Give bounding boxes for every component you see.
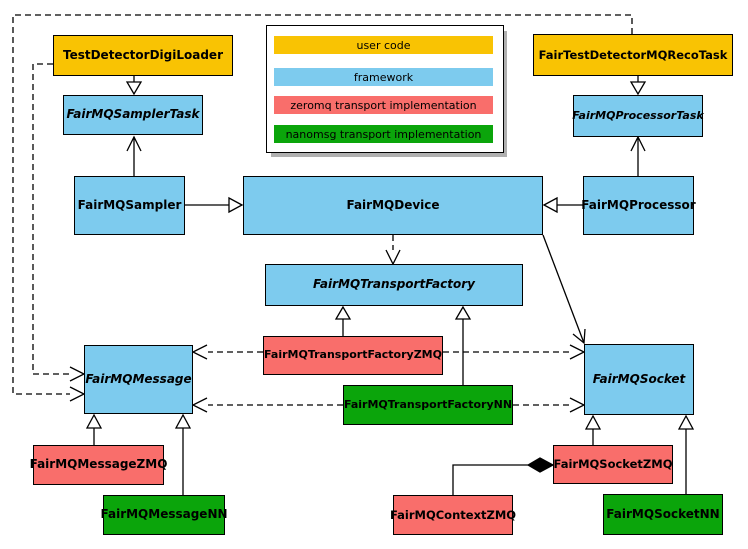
edge-inheritance-processor-device — [542, 196, 583, 214]
node-fairmqsocket: FairMQSocket — [584, 344, 694, 415]
legend: user code framework zeromq transport imp… — [266, 25, 504, 153]
legend-item-user-code: user code — [274, 36, 493, 54]
node-fairmqprocessortask: FairMQProcessorTask — [572, 95, 704, 137]
edge-composition-contextzmq-socketzmq — [452, 457, 555, 495]
node-fairmqcontextzmq: FairMQContextZMQ — [390, 495, 516, 535]
edge-dependency-tfnn-message — [191, 397, 343, 413]
edge-dependency-device-transportfactory — [385, 235, 401, 266]
edge-dependency-tfnn-socket — [513, 397, 586, 413]
node-fairmqprocessor: FairMQProcessor — [581, 176, 696, 235]
edge-inheritance-sampler-device — [185, 196, 244, 214]
legend-item-zeromq: zeromq transport implementation — [274, 96, 493, 114]
edge-inheritance-socketzmq-socket — [584, 414, 602, 445]
legend-item-framework: framework — [274, 68, 493, 86]
edge-association-device-socket — [542, 234, 586, 345]
node-fairmqmessagezmq: FairMQMessageZMQ — [30, 445, 167, 485]
node-fairmqsocketnn: FairMQSocketNN — [603, 494, 723, 535]
node-fairmqdevice: FairMQDevice — [243, 176, 543, 235]
node-fairmqtransportfactory: FairMQTransportFactory — [265, 264, 523, 306]
node-testdetectordigiloader: TestDetectorDigiLoader — [53, 35, 233, 76]
edge-association-processor-processortask — [630, 135, 646, 176]
node-fairmqsamplertask: FairMQSamplerTask — [63, 95, 203, 135]
edge-inheritance-messagezmq-message — [85, 413, 103, 445]
node-fairmqsocketzmq: FairMQSocketZMQ — [553, 445, 673, 484]
legend-label: nanomsg transport implementation — [285, 127, 482, 141]
node-fairmqtransportfactoryzmq: FairMQTransportFactoryZMQ — [263, 336, 443, 375]
edge-inheritance-socketnn-socket — [677, 414, 695, 494]
legend-label: zeromq transport implementation — [290, 98, 477, 112]
node-fairmqsampler: FairMQSampler — [74, 176, 185, 235]
edge-inheritance-messagenn-message — [174, 413, 192, 495]
edge-dependency-tfzmq-socket — [443, 344, 586, 360]
node-fairmqmessage: FairMQMessage — [84, 345, 193, 414]
node-fairtestdetectormqrecotask: FairTestDetectorMQRecoTask — [533, 34, 733, 76]
legend-label: framework — [353, 70, 414, 84]
edge-inheritance-tfnn-transportfactory — [454, 305, 472, 385]
edge-association-sampler-samplertask — [126, 135, 142, 176]
edge-inheritance-recotask-processortask — [629, 76, 647, 96]
legend-item-nanomsg: nanomsg transport implementation — [274, 125, 493, 143]
edge-inheritance-digiloader-samplertask — [125, 76, 143, 96]
node-fairmqtransportfactorynn: FairMQTransportFactoryNN — [343, 385, 513, 425]
node-fairmqmessagenn: FairMQMessageNN — [100, 495, 228, 535]
edge-dependency-tfzmq-message — [191, 344, 263, 360]
legend-label: user code — [356, 38, 411, 52]
edge-inheritance-tfzmq-transportfactory — [334, 305, 352, 336]
